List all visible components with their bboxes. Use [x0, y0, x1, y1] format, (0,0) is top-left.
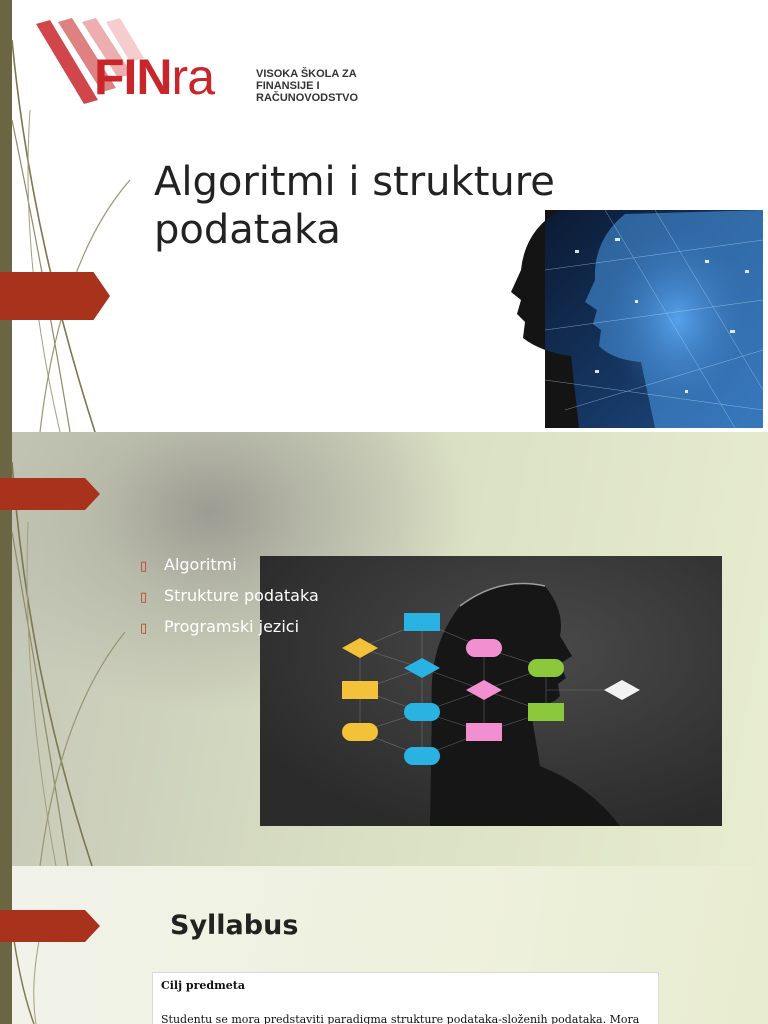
- logo-subtitle: VISOKA ŠKOLA ZA FINANSIJE I RAČUNOVODSTV…: [256, 68, 359, 104]
- left-accent-bar: [0, 866, 12, 1024]
- left-accent-bar: [0, 0, 12, 432]
- flowchart-head-image: [260, 556, 722, 826]
- list-item: ▯Strukture podataka: [140, 583, 319, 614]
- slide-topics: ▯Algoritmi ▯Strukture podataka ▯Programs…: [0, 432, 768, 866]
- logo-stripes-icon: [36, 18, 144, 104]
- topic-list: ▯Algoritmi ▯Strukture podataka ▯Programs…: [140, 552, 319, 645]
- list-item: ▯Algoritmi: [140, 552, 319, 583]
- slide-title: FINra VISOKA ŠKOLA ZA FINANSIJE I RAČUNO…: [0, 0, 768, 432]
- grass-decoration: [11, 925, 41, 1024]
- accent-arrow: [0, 272, 110, 320]
- bullet-icon: ▯: [140, 590, 148, 605]
- accent-arrow: [0, 910, 100, 942]
- slide-title-text: Algoritmi i strukture podataka: [154, 159, 555, 253]
- doc-paragraph: Studentu se mora predstaviti paradigma s…: [161, 1013, 640, 1024]
- slide-syllabus: Syllabus Cilj predmeta Studentu se mora …: [0, 866, 768, 1024]
- accent-arrow: [0, 478, 100, 510]
- left-accent-bar: [0, 432, 12, 866]
- syllabus-document: Cilj predmeta Studentu se mora predstavi…: [152, 972, 659, 1024]
- doc-heading: Cilj predmeta: [161, 979, 245, 992]
- bullet-icon: ▯: [140, 621, 148, 636]
- grass-decoration: [11, 461, 126, 866]
- finra-logo: FINra VISOKA ŠKOLA ZA FINANSIJE I RAČUNO…: [36, 18, 366, 110]
- syllabus-heading: Syllabus: [170, 910, 299, 941]
- bullet-icon: ▯: [140, 559, 148, 574]
- logo-wordmark: FINra: [94, 49, 215, 105]
- list-item: ▯Programski jezici: [140, 614, 319, 645]
- ai-faces-image: [511, 210, 763, 428]
